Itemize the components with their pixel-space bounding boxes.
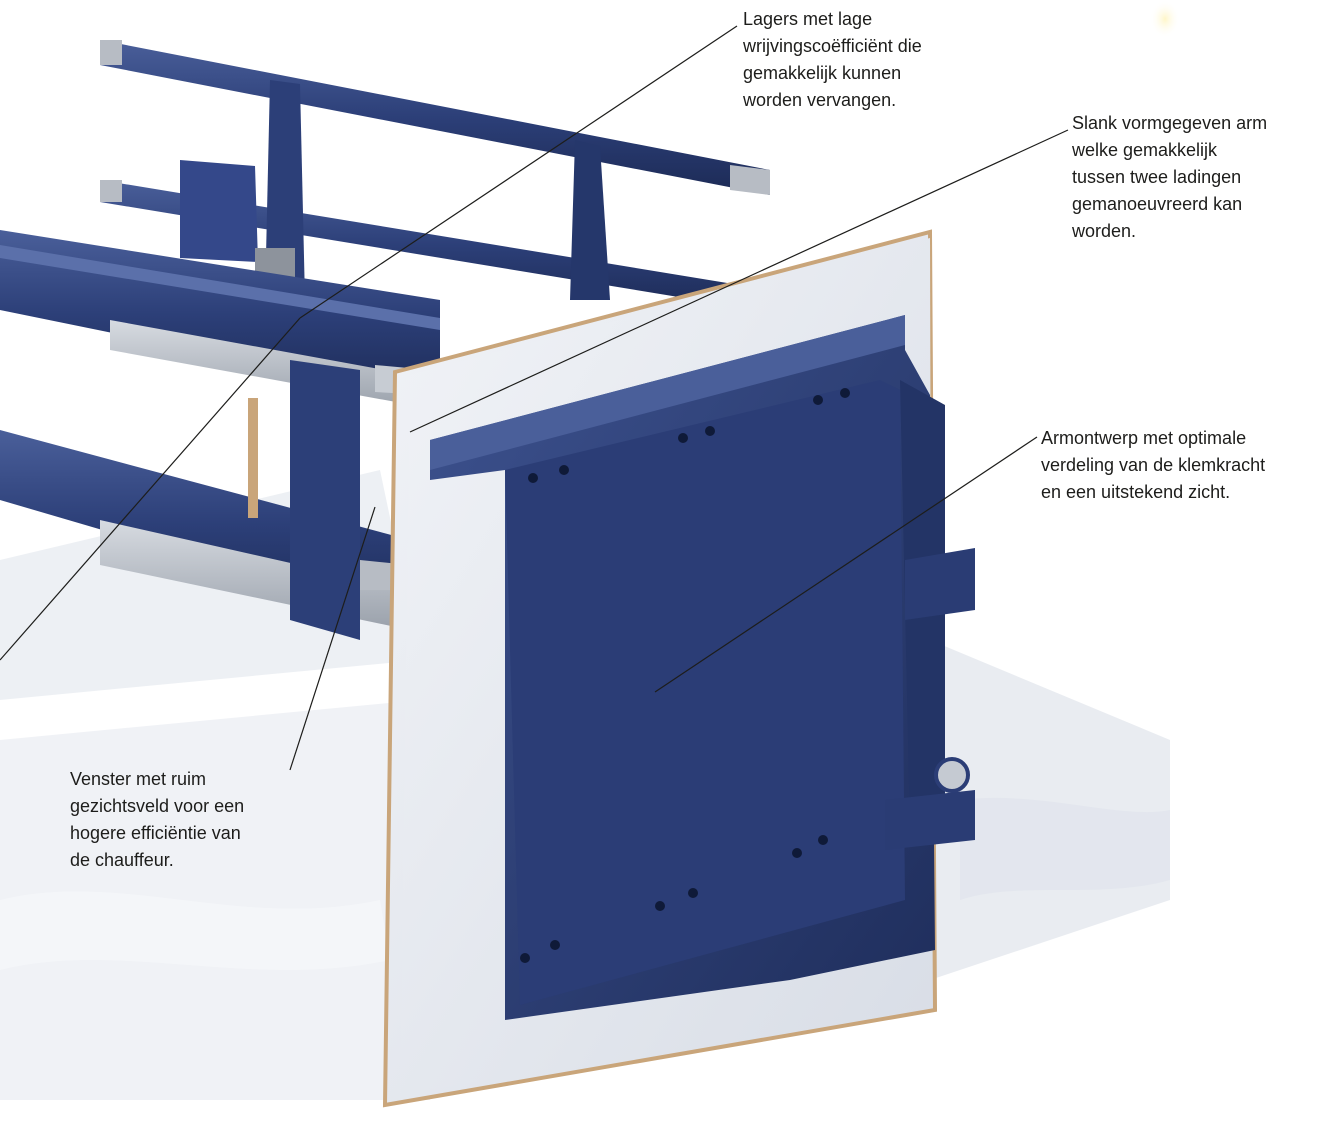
callout-window: Venster met ruim gezichtsveld voor een h… bbox=[70, 769, 245, 870]
callout-slim-arm: Slank vormgegeven arm welke gemakkelijk … bbox=[1072, 113, 1268, 241]
upper-frame bbox=[100, 40, 770, 312]
callout-bearings: Lagers met lage wrijvingscoëfficiënt die… bbox=[743, 9, 922, 110]
floor-shadow bbox=[0, 470, 1170, 1100]
background-glow bbox=[1150, 0, 1180, 38]
leader-line-bearings bbox=[299, 25, 738, 319]
hydraulic-cylinders bbox=[0, 230, 440, 640]
callout-arm-design: Armontwerp met optimale verdeling van de… bbox=[1041, 428, 1266, 502]
leader-line-bearings-extension bbox=[0, 317, 301, 661]
leader-lines bbox=[0, 25, 1069, 771]
leader-line-arm-design bbox=[654, 436, 1038, 693]
clamp-arm bbox=[430, 315, 975, 1020]
leader-line-window bbox=[289, 506, 376, 771]
leader-line-arm bbox=[409, 129, 1069, 433]
